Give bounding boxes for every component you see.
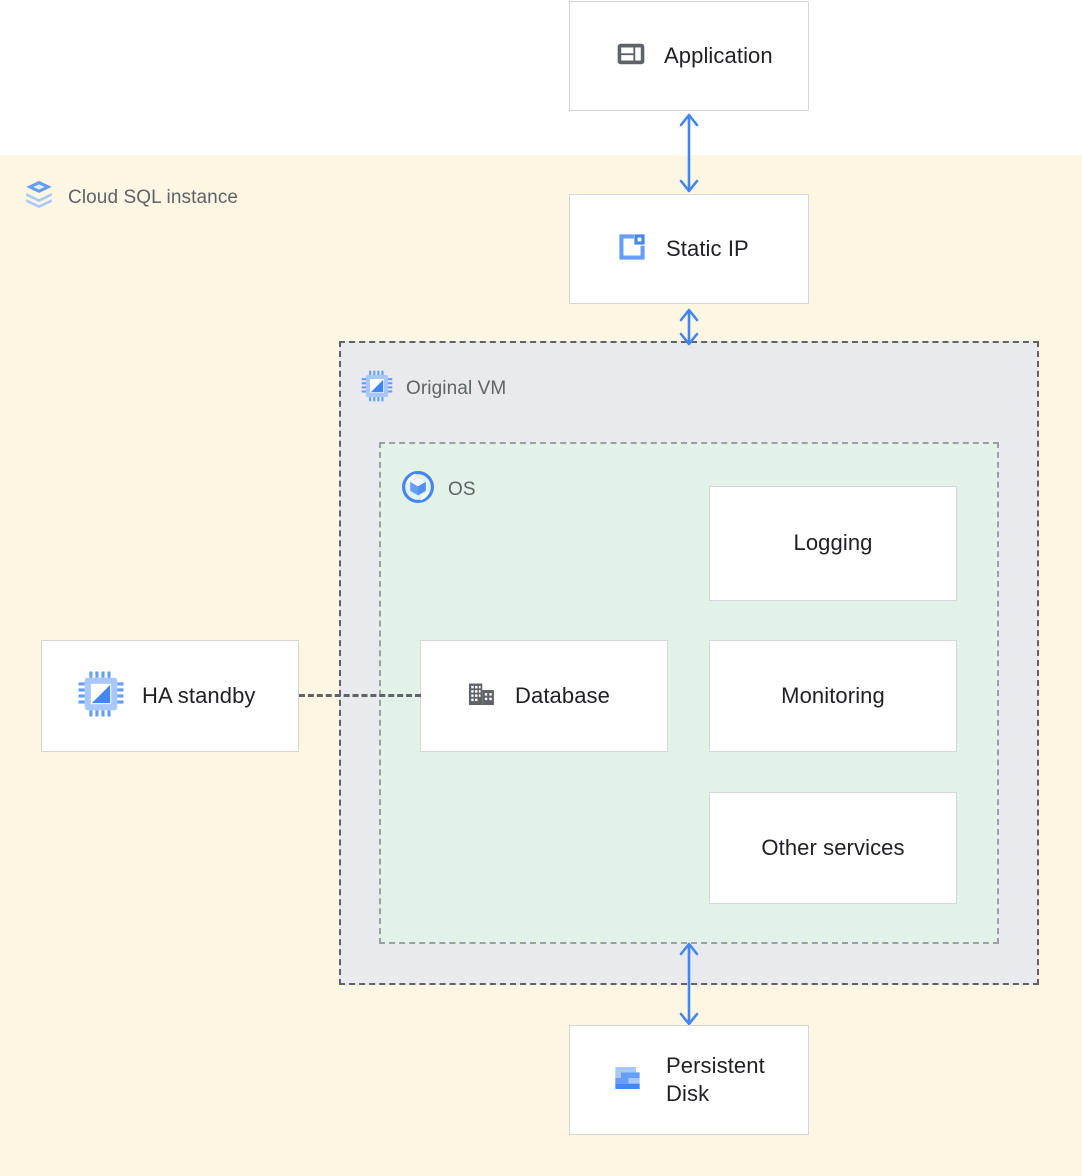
- node-label: Static IP: [666, 235, 749, 261]
- connector-ha-standby-to-database: [299, 694, 421, 697]
- node-label: Logging: [793, 530, 873, 556]
- connector-static-ip-to-original-vm: [679, 308, 699, 346]
- persistent-disk-icon: [610, 1058, 650, 1103]
- region-label-text: Original VM: [406, 377, 507, 399]
- os-cube-circle-icon: [400, 469, 436, 510]
- node-label: HA standby: [142, 682, 256, 708]
- database-building-icon: [465, 677, 499, 716]
- node-persistent-disk[interactable]: Persistent Disk: [569, 1025, 809, 1135]
- cloud-sql-stack-icon: [22, 178, 56, 217]
- region-label-original-vm: Original VM: [360, 369, 506, 408]
- vm-chip-icon: [360, 369, 394, 408]
- region-label-cloud-sql-instance: Cloud SQL instance: [22, 178, 238, 217]
- node-static-ip[interactable]: Static IP: [569, 194, 809, 304]
- node-label: Database: [515, 682, 610, 708]
- region-label-text: Cloud SQL instance: [68, 186, 239, 208]
- application-window-icon: [614, 37, 648, 76]
- node-monitoring[interactable]: Monitoring: [709, 640, 957, 752]
- node-other-services[interactable]: Other services: [709, 792, 957, 904]
- connector-application-to-static-ip: [679, 113, 699, 193]
- node-application[interactable]: Application: [569, 1, 809, 111]
- node-database[interactable]: Database: [420, 640, 668, 752]
- node-label: Application: [664, 42, 773, 68]
- region-label-text: OS: [448, 478, 476, 500]
- node-ha-standby[interactable]: HA standby: [41, 640, 299, 752]
- ha-standby-chip-icon: [76, 669, 126, 724]
- node-logging[interactable]: Logging: [709, 486, 957, 601]
- connector-os-to-persistent-disk: [679, 942, 699, 1026]
- static-ip-icon: [614, 229, 650, 270]
- node-label: Monitoring: [781, 682, 885, 708]
- node-label: Other services: [761, 834, 905, 860]
- node-label: Persistent Disk: [666, 1052, 765, 1106]
- region-label-os: OS: [400, 469, 476, 510]
